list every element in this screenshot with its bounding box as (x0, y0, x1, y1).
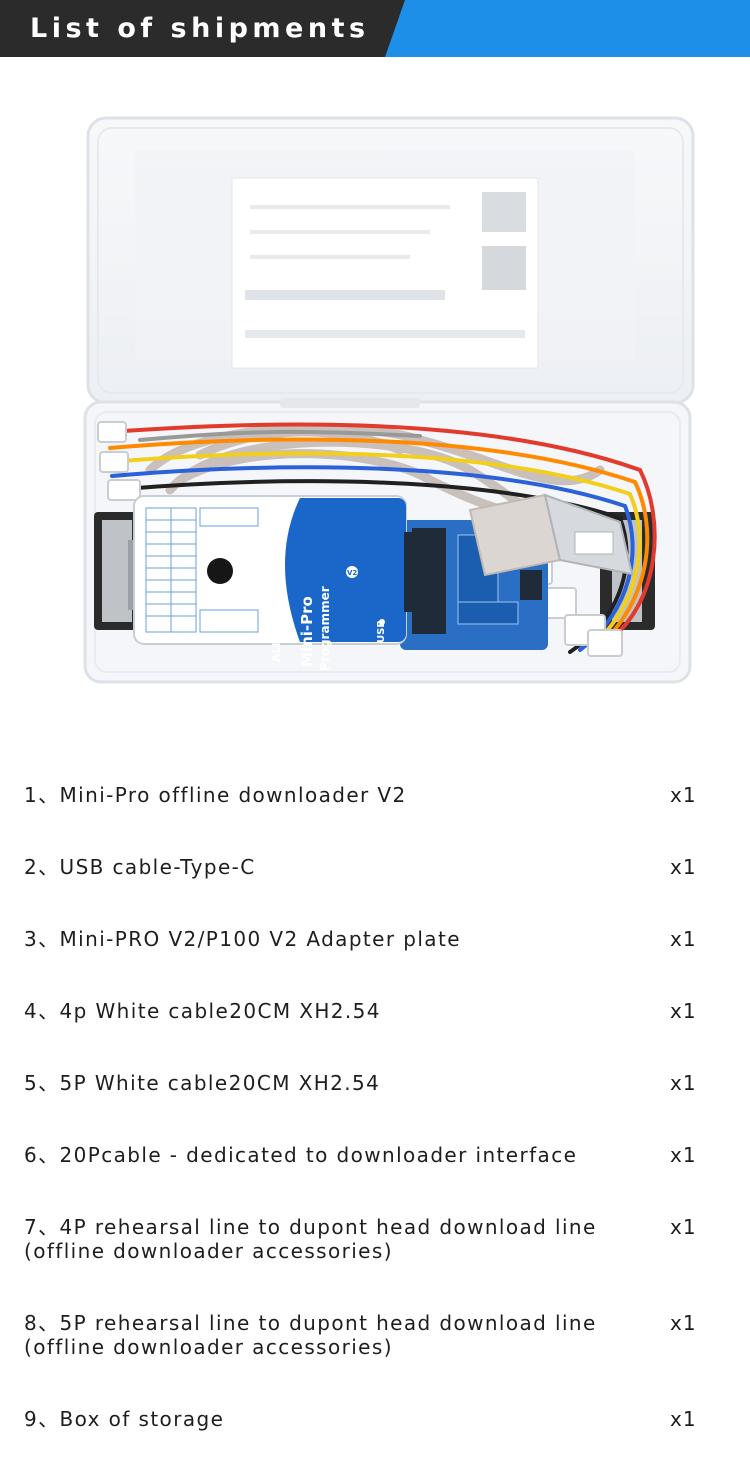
item-name: 7、4P rehearsal line to dupont head downl… (24, 1215, 597, 1263)
item-name: 4、4p White cable20CM XH2.54 (24, 999, 381, 1023)
item-quantity: x1 (670, 1215, 697, 1239)
item-quantity: x1 (670, 1407, 697, 1431)
page-title: List of shipments (30, 13, 370, 44)
item-name: 1、Mini-Pro offline downloader V2 (24, 783, 407, 807)
item-quantity: x1 (670, 1071, 697, 1095)
device-version-badge: V2 (347, 569, 358, 577)
product-photo: ALIENTEK Mini-Pro Programmer USB V2 (0, 57, 750, 740)
item-quantity: x1 (670, 1143, 697, 1167)
item-name: 5、5P White cable20CM XH2.54 (24, 1071, 381, 1095)
item-name: 9、Box of storage (24, 1407, 225, 1431)
item-name: 2、USB cable-Type-C (24, 855, 256, 879)
header-background (0, 0, 750, 57)
item-quantity: x1 (670, 855, 697, 879)
usb-a-plug (468, 493, 634, 577)
header-banner: List of shipments (0, 0, 750, 57)
item-quantity: x1 (670, 999, 697, 1023)
device-subtitle-label: Programmer (318, 586, 332, 671)
item-name: 6、20Pcable - dedicated to downloader int… (24, 1143, 578, 1167)
item-quantity: x1 (670, 1311, 697, 1335)
product-illustration (83, 116, 695, 684)
mini-pro-device (133, 495, 412, 645)
storage-box-lid (86, 116, 695, 405)
device-brand-label: ALIENTEK (270, 602, 283, 662)
item-quantity: x1 (670, 927, 697, 951)
device-usb-label: USB (376, 620, 387, 643)
item-quantity: x1 (670, 783, 697, 807)
item-name: 3、Mini-PRO V2/P100 V2 Adapter plate (24, 927, 461, 951)
item-name: 8、5P rehearsal line to dupont head downl… (24, 1311, 597, 1359)
device-name-label: Mini-Pro (298, 596, 316, 667)
